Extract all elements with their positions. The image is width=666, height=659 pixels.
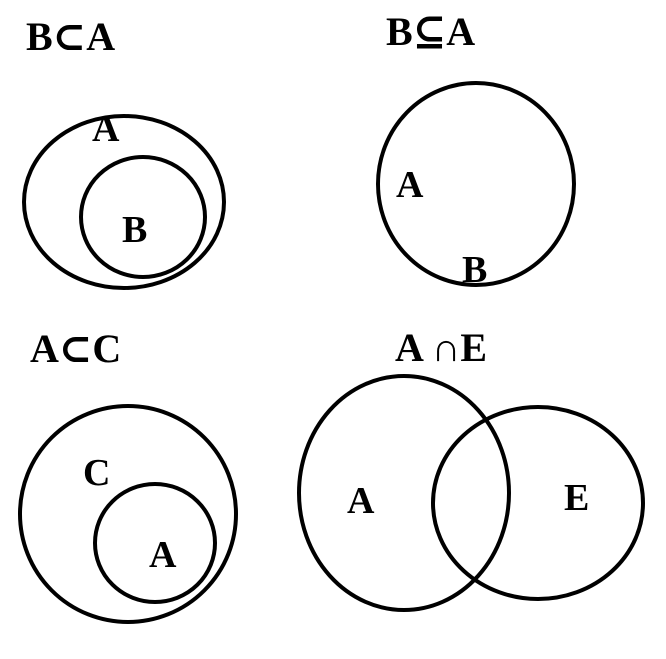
set-label-e: E <box>564 477 589 519</box>
circle-set-a <box>22 114 226 290</box>
set-label-b: B <box>462 249 487 291</box>
set-label-a: A <box>347 480 375 522</box>
panel-a-intersect-e: A ∩E A E <box>297 325 645 612</box>
set-label-b: B <box>122 209 147 251</box>
circle-set-b <box>79 155 207 279</box>
panel-b-subset-a: B⊂A A B <box>22 14 226 290</box>
set-label-c: C <box>83 452 110 494</box>
panel-title: A⊂C <box>30 326 121 371</box>
panel-a-subset-c: A⊂C C A <box>18 326 238 624</box>
panel-b-subseteq-a: B⊆A A B <box>376 9 576 291</box>
circle-set-c <box>18 404 238 624</box>
circle-set-a <box>93 482 217 604</box>
circle-set-e <box>431 405 645 601</box>
panel-title: B⊆A <box>386 9 475 54</box>
panel-title: B⊂A <box>26 14 115 59</box>
set-label-a: A <box>92 108 120 150</box>
circle-set-a <box>297 374 511 612</box>
circle-set-a <box>376 81 576 287</box>
panel-title: A ∩E <box>395 325 487 370</box>
set-label-a: A <box>396 164 424 206</box>
set-label-a: A <box>149 534 177 576</box>
